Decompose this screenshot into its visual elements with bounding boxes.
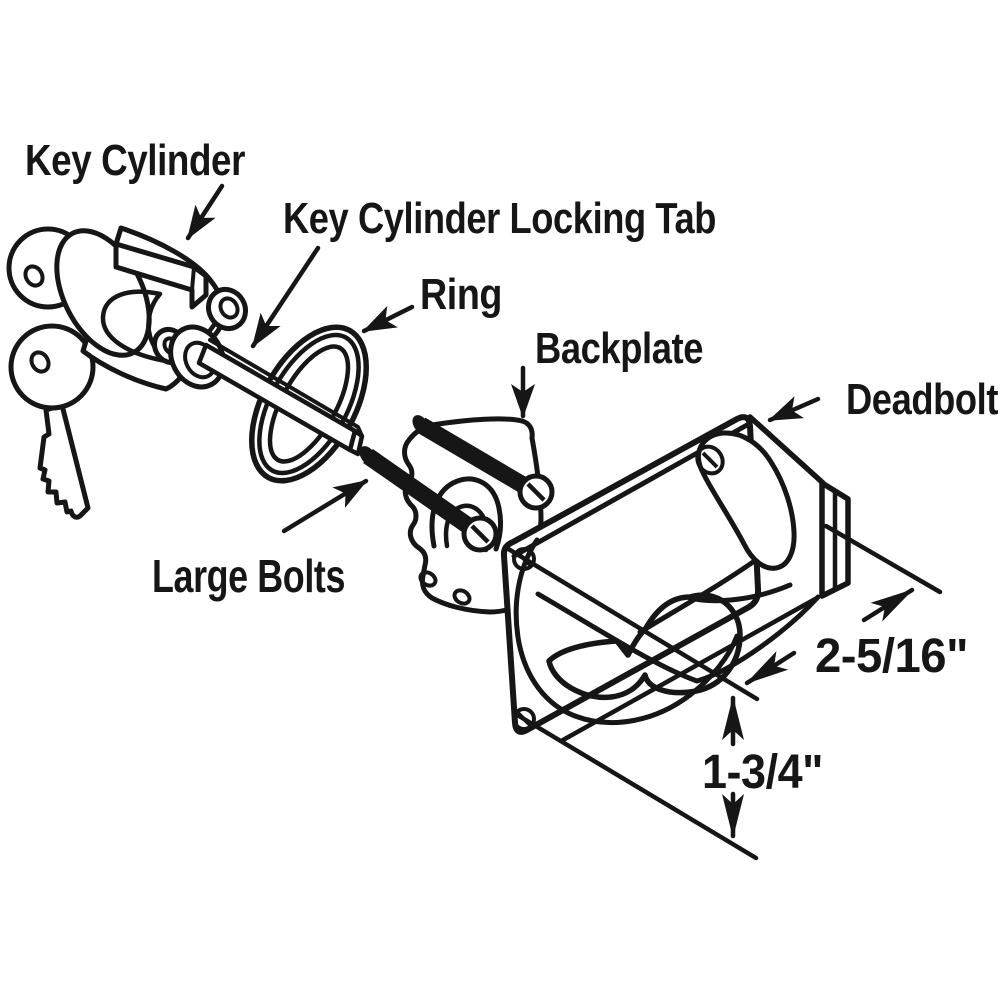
label-dimension-height: 1-3/4" xyxy=(702,746,823,799)
label-ring: Ring xyxy=(420,270,502,319)
extension-line-center xyxy=(502,544,760,702)
key-blade-2 xyxy=(37,402,91,520)
screw-lug-upper-hole xyxy=(218,296,240,320)
plate-screw-bottom xyxy=(512,707,536,731)
extension-line-upper-right xyxy=(823,523,943,595)
key-head-2 xyxy=(8,323,96,411)
key-hole-2 xyxy=(29,350,51,374)
shaft-bar xyxy=(196,342,358,453)
deadbolt-arrow xyxy=(767,396,821,423)
screw-lug-upper xyxy=(205,286,249,332)
label-key-cylinder: Key Cylinder xyxy=(25,136,245,185)
large-bolt-1-slot xyxy=(470,524,490,544)
pivot-screw-slot xyxy=(701,451,719,469)
tailpiece-shaft-drawing xyxy=(196,338,365,457)
large-bolt-1-rod xyxy=(363,449,472,532)
label-key-cylinder-locking-tab: Key Cylinder Locking Tab xyxy=(283,194,716,243)
key-hole-1 xyxy=(23,264,45,288)
hook-arm-right-edge xyxy=(687,582,793,604)
pointer-arrows xyxy=(185,183,915,839)
mounting-plate xyxy=(500,414,762,735)
locking-tab-block xyxy=(113,241,209,310)
housing-top-right-edge xyxy=(747,414,826,486)
locking-tab-edges xyxy=(114,242,196,292)
locking-tab-arrow xyxy=(250,245,321,349)
label-backplate: Backplate xyxy=(535,324,703,373)
backplate-hole-left xyxy=(418,570,438,588)
large-bolt-2-cap xyxy=(412,415,430,435)
pivot-screw xyxy=(695,444,725,476)
ring-arrow xyxy=(361,304,415,334)
large-bolts-drawing xyxy=(359,415,555,553)
backplate-hole-right xyxy=(452,588,472,606)
large-bolt-1-cap xyxy=(359,446,377,466)
hook-bolt xyxy=(546,592,743,701)
text-labels: Key Cylinder Key Cylinder Locking Tab Ri… xyxy=(25,136,999,799)
dimension-lines xyxy=(502,523,943,861)
large-bolt-2-rod xyxy=(416,417,528,493)
width-dim-arrow-upper xyxy=(861,587,915,623)
shaft-end-cap xyxy=(347,428,365,457)
housing-bottom-curve xyxy=(535,591,821,684)
large-bolt-2-slot xyxy=(526,482,546,502)
extension-line-bottom xyxy=(516,713,759,861)
key-cylinder-arrow xyxy=(185,183,225,241)
label-large-bolts: Large Bolts xyxy=(152,550,345,602)
extension-line-latch xyxy=(560,595,820,743)
deadbolt-drawing xyxy=(500,414,851,735)
label-dimension-width: 2-5/16" xyxy=(815,630,968,683)
width-dim-arrow-lower xyxy=(744,650,797,686)
label-deadbolt: Deadbolt xyxy=(846,375,999,424)
large-bolts-arrow xyxy=(281,478,369,534)
plate-opening-arc xyxy=(513,537,740,726)
key-cylinder-drawing xyxy=(54,225,249,392)
